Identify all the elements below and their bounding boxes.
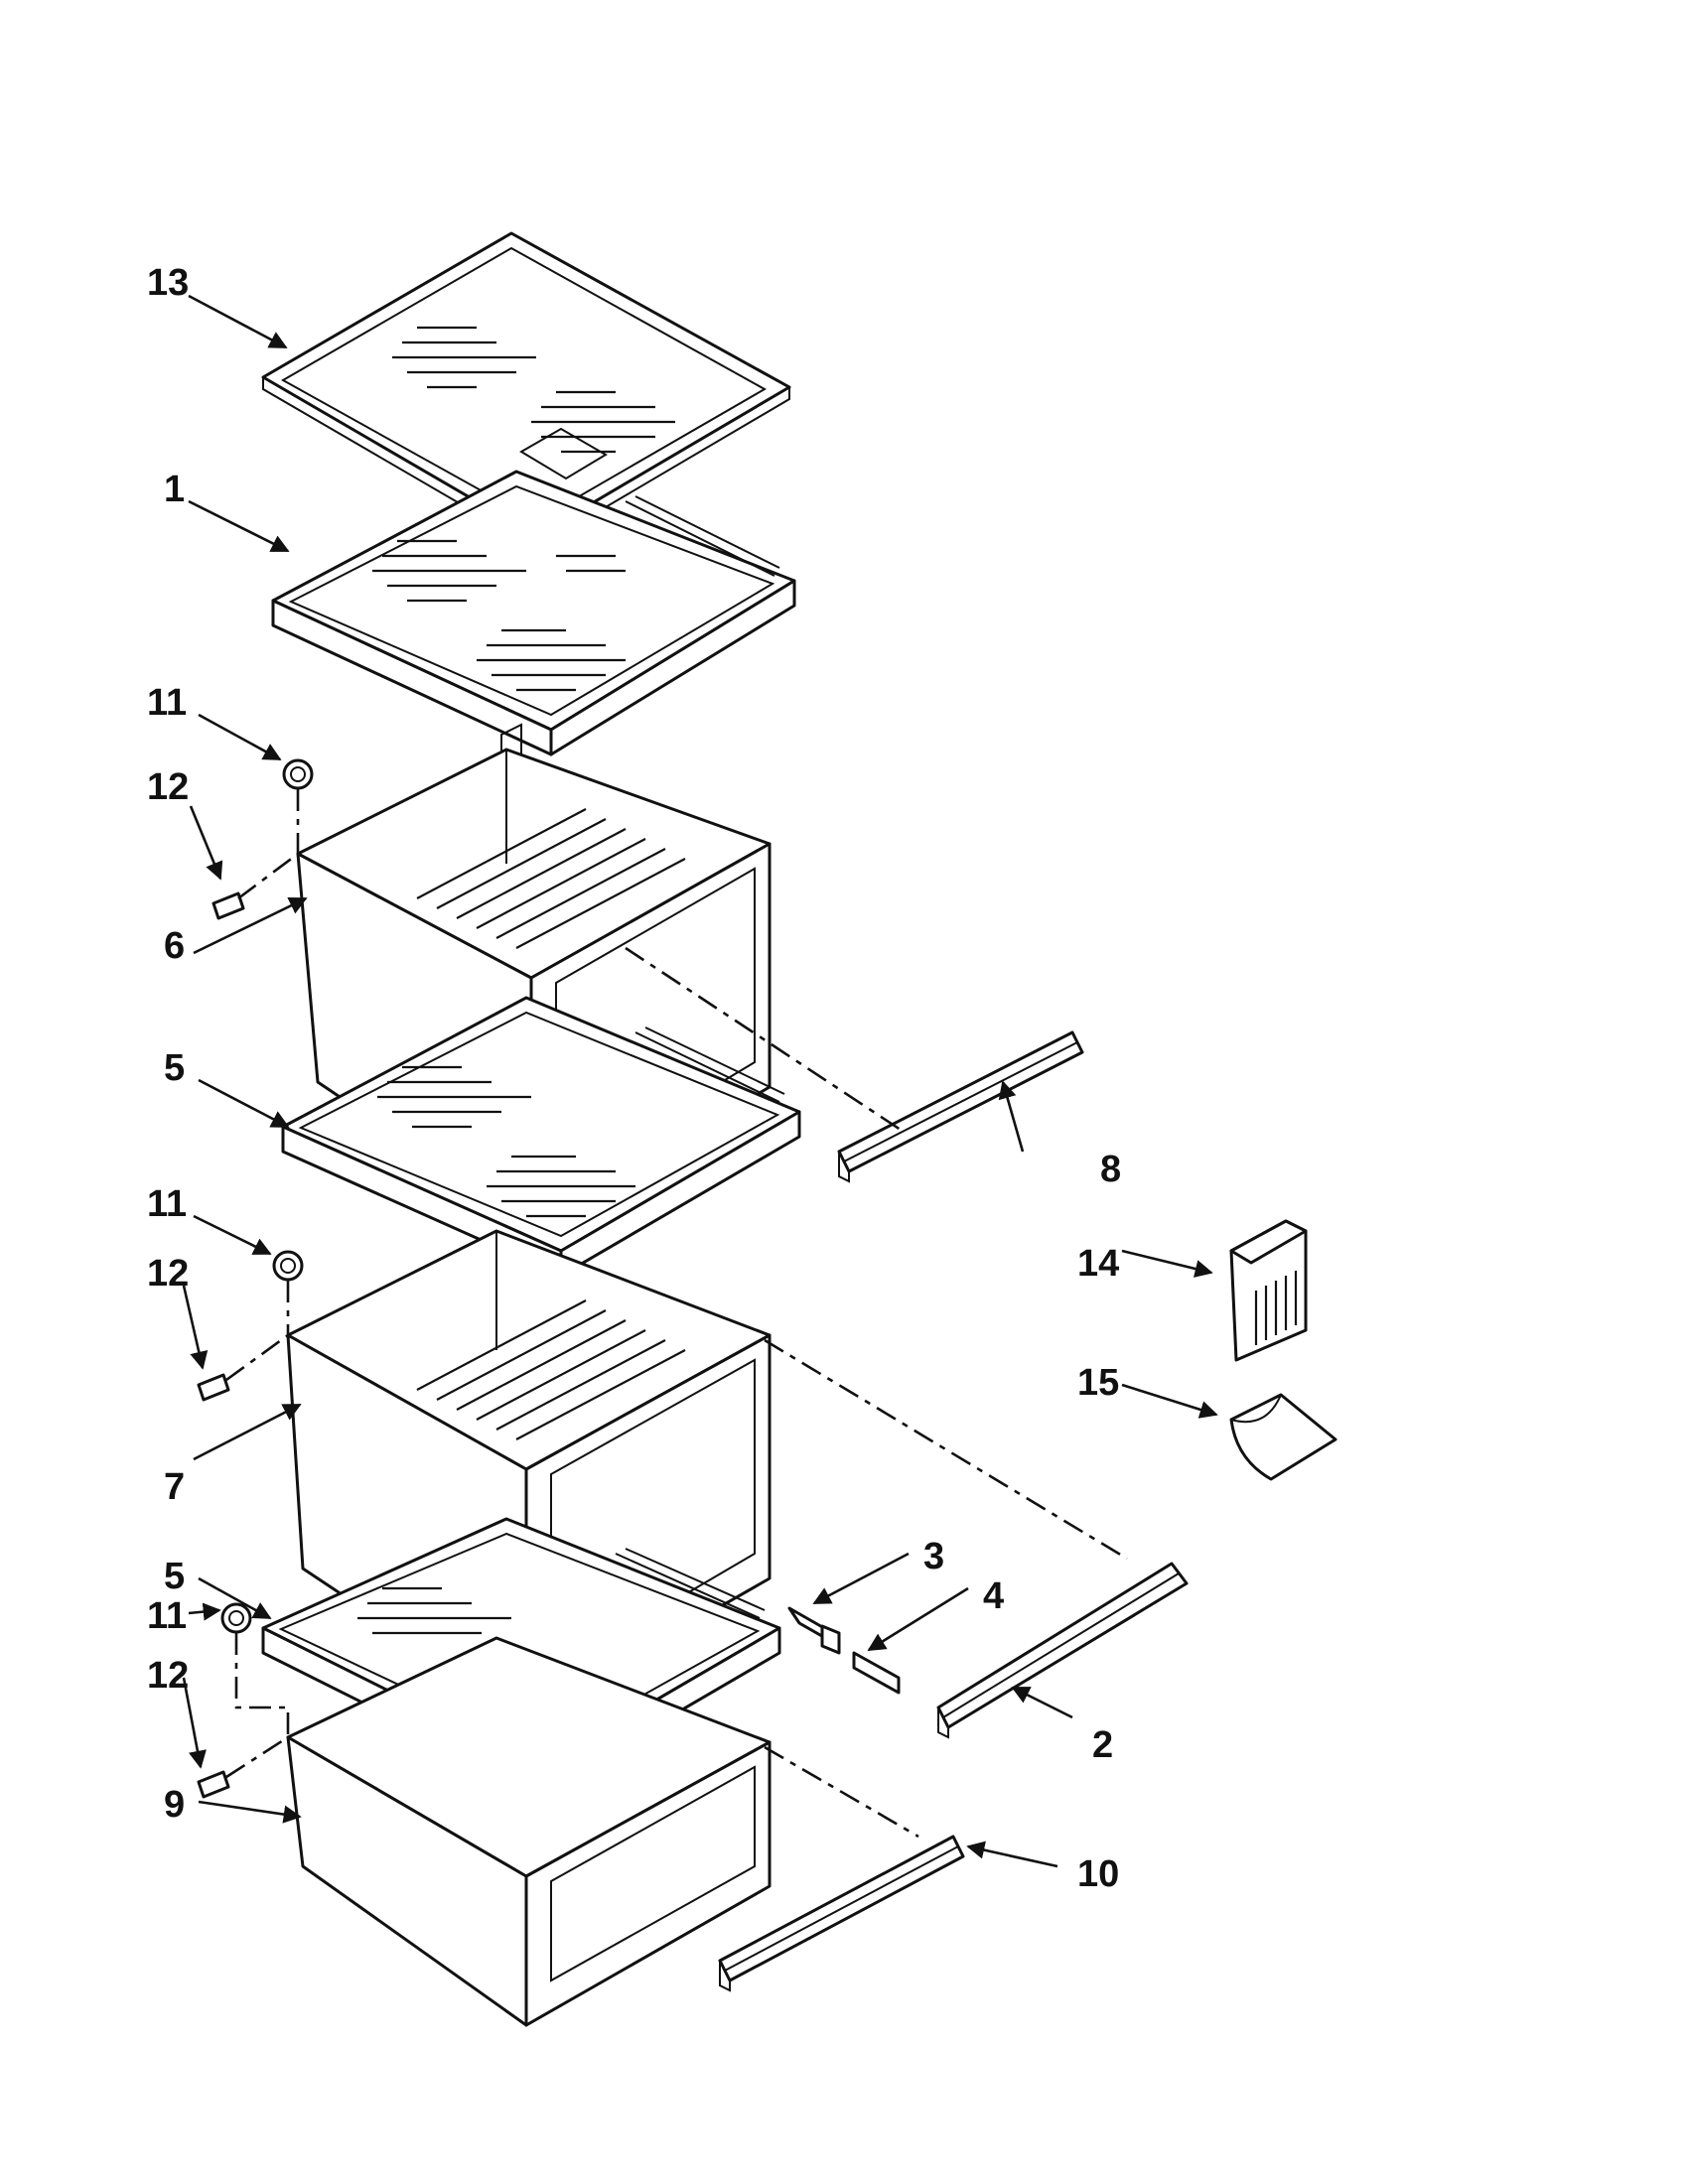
part-9-crisper-drawer [286,1636,772,2027]
callout-labels: 13 1 11 12 6 5 8 11 12 14 15 7 3 5 4 11 … [147,262,1121,1895]
callout-3: 3 [923,1536,944,1577]
part-11-bumper-middle [272,1250,304,1282]
callout-5-upper: 5 [164,1047,185,1089]
drawer-6-ribs [416,808,686,949]
part-10-drawer-slide [718,1835,965,1992]
leader-arrows [182,294,1218,1868]
part-14-control-housing [1229,1219,1308,1362]
callout-10: 10 [1077,1853,1119,1895]
part-11-bumper-upper [282,758,314,790]
callout-6: 6 [164,925,185,967]
callout-4: 4 [983,1575,1004,1617]
shelf-5-vent-pattern [377,1065,635,1218]
part-8-drawer-slide [837,1030,1084,1183]
callout-5-lower: 5 [164,1556,185,1597]
shelf-1-vent-pattern [372,539,626,692]
callout-11-middle: 11 [147,1183,187,1225]
callout-1: 1 [164,469,185,510]
callout-8: 8 [1100,1149,1121,1190]
part-12-screw-middle [197,1373,230,1402]
part-5-shelf-upper [281,996,801,1278]
part-15-damper [1229,1393,1337,1481]
callout-2: 2 [1092,1724,1113,1766]
callout-12-middle: 12 [147,1253,189,1295]
callout-13: 13 [147,262,189,304]
callout-9: 9 [164,1784,185,1826]
housing-grille [1254,1271,1298,1345]
callout-11-upper: 11 [147,682,187,724]
part-1-crisper-shelf [271,470,796,766]
callout-15: 15 [1077,1362,1119,1404]
part-4-clip [852,1651,901,1695]
callout-12-lower: 12 [147,1655,189,1697]
part-3-clip [787,1606,841,1655]
drawer-7-ribs [416,1299,686,1440]
part-13-shelf-cover [261,231,791,550]
alignment-lines [225,789,1128,1839]
callout-14: 14 [1077,1243,1119,1285]
shelf-cover-vent-pattern [392,326,675,454]
part-11-bumper-lower [220,1602,252,1634]
part-12-screw-upper [211,891,245,920]
part-12-screw-lower [197,1770,230,1799]
callout-11-lower: 11 [147,1595,187,1637]
callout-7: 7 [164,1466,185,1508]
part-2-drawer-slide [936,1562,1189,1739]
callout-12-upper: 12 [147,766,189,808]
